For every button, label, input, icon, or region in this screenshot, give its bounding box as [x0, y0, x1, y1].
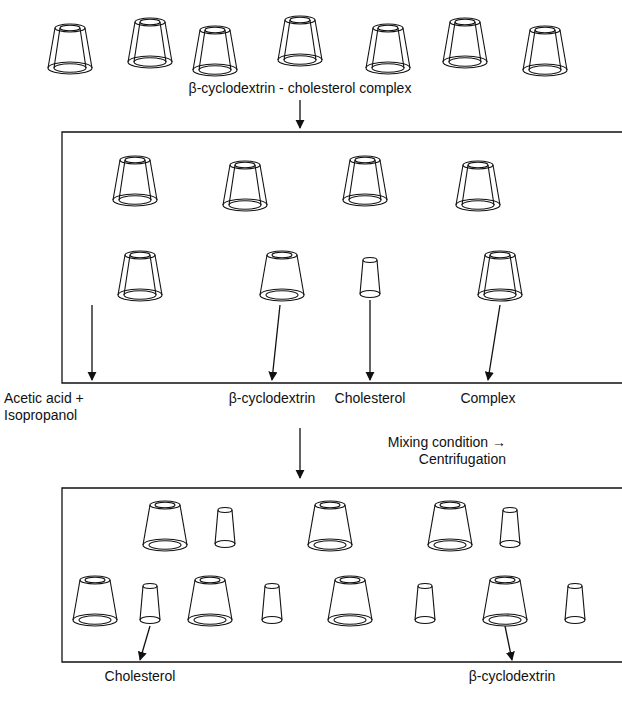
- complex-figure: [456, 161, 500, 211]
- complex-figure: [113, 156, 157, 206]
- process-arrow: [299, 100, 300, 128]
- leader-arrow: [272, 305, 280, 380]
- leader-arrow: [91, 305, 92, 380]
- complex-figure: [523, 26, 567, 76]
- cyclodextrin-figure: [260, 251, 304, 301]
- cyclodextrin-figure: [188, 576, 232, 626]
- complex-figure: [118, 251, 162, 301]
- complex-figure: [343, 156, 387, 206]
- leader-arrow: [369, 300, 370, 380]
- step-label: Mixing condition → Centrifugation: [316, 434, 506, 468]
- vessel-outline: [62, 488, 622, 662]
- cyclodextrin-figure: [483, 576, 527, 626]
- process-arrow: [299, 428, 300, 478]
- complex-figure: [223, 161, 267, 211]
- cyclodextrin-figure: [428, 501, 472, 551]
- cholesterol-figure: [360, 258, 380, 298]
- leader-arrow: [140, 626, 150, 660]
- cyclodextrin-figure: [328, 576, 372, 626]
- component-label: Complex: [440, 390, 536, 407]
- solvent-label: Acetic acid + Isopropanol: [4, 390, 108, 424]
- cyclodextrin-figure: [308, 501, 352, 551]
- cholesterol-figure: [215, 508, 235, 548]
- component-label: Cholesterol: [90, 668, 190, 685]
- complex-figure: [193, 26, 237, 76]
- figure-caption: β-cyclodextrin - cholesterol complex: [130, 80, 470, 97]
- cholesterol-figure: [140, 584, 160, 624]
- cholesterol-figure: [565, 584, 585, 624]
- leader-arrow: [505, 626, 512, 660]
- complex-figure: [478, 251, 522, 301]
- cholesterol-figure: [415, 584, 435, 624]
- complex-figure: [443, 18, 487, 68]
- vessel-outline: [62, 132, 622, 383]
- component-label: Cholesterol: [320, 390, 420, 407]
- complex-figure: [48, 24, 92, 74]
- component-label: β-cyclodextrin: [212, 390, 332, 407]
- component-label: β-cyclodextrin: [452, 668, 572, 685]
- complex-figure: [128, 18, 172, 68]
- cyclodextrin-figure: [143, 501, 187, 551]
- cholesterol-figure: [500, 508, 520, 548]
- complex-figure: [278, 16, 322, 66]
- complex-figure: [366, 24, 410, 74]
- leader-arrow: [488, 305, 500, 380]
- cyclodextrin-figure: [73, 576, 117, 626]
- cholesterol-figure: [262, 584, 282, 624]
